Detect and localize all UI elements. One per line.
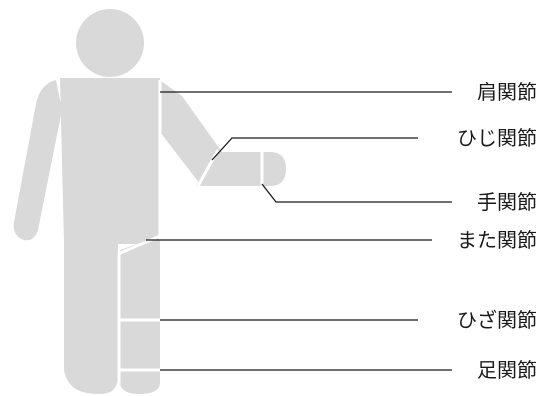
shoulder-joint-label: 肩関節 xyxy=(475,80,537,104)
figure-upper-arm xyxy=(160,80,222,184)
figure-torso xyxy=(60,78,160,244)
ankle-joint-label: 足関節 xyxy=(475,358,537,382)
knee-joint-label: ひざ関節 xyxy=(455,308,537,332)
figure-left-arm xyxy=(13,80,62,241)
wrist-leader xyxy=(261,183,452,203)
elbow-joint-label: ひじ関節 xyxy=(455,126,537,150)
figure-head xyxy=(76,9,144,77)
hip-joint-label: また関節 xyxy=(455,228,537,252)
figure-hand xyxy=(262,152,286,186)
elbow-divider xyxy=(196,149,220,187)
elbow-leader xyxy=(211,137,418,161)
hip-divider xyxy=(117,234,161,256)
figure-right-leg xyxy=(120,236,160,394)
figure-left-leg xyxy=(64,240,118,394)
wrist-joint-label: 手関節 xyxy=(475,190,537,214)
